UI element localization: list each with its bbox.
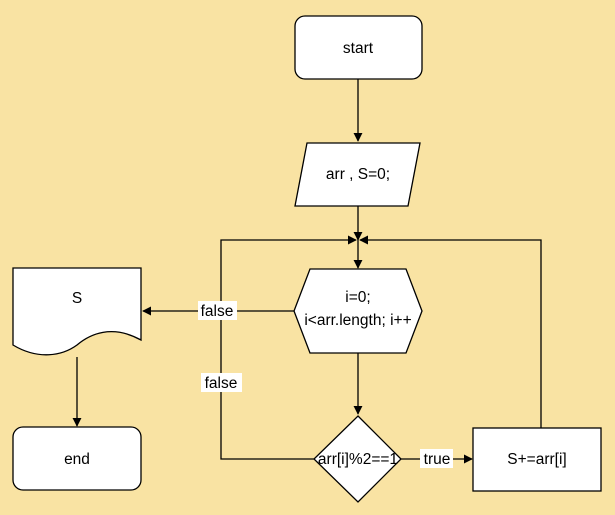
start-label: start bbox=[343, 40, 374, 57]
process-node: S+=arr[i] bbox=[472, 427, 602, 492]
condition-false-label: false bbox=[205, 375, 238, 392]
output-label: S bbox=[72, 290, 82, 307]
edge-condition-false-back bbox=[220, 235, 357, 460]
connectors bbox=[72, 79, 542, 464]
start-node: start bbox=[294, 15, 423, 80]
condition-label: arr[i]%2==1 bbox=[318, 451, 398, 468]
input-label: arr , S=0; bbox=[326, 166, 390, 183]
loop-node: i=0; i<arr.length; i++ bbox=[293, 268, 423, 354]
process-label: S+=arr[i] bbox=[507, 451, 566, 468]
input-node: arr , S=0; bbox=[294, 142, 421, 207]
edge-process-back bbox=[359, 235, 542, 428]
output-node: S bbox=[12, 267, 142, 356]
edge-label-condition-true: true bbox=[420, 449, 453, 468]
condition-node bbox=[313, 415, 402, 503]
end-node: end bbox=[12, 426, 142, 491]
edge-label-loop-false: false bbox=[198, 301, 237, 320]
loop-label-line1: i=0; bbox=[345, 289, 370, 306]
condition-true-label: true bbox=[424, 451, 451, 468]
loop-label-line2: i<arr.length; i++ bbox=[304, 312, 411, 329]
loop-false-label: false bbox=[201, 303, 234, 320]
end-label: end bbox=[64, 451, 90, 468]
edge-label-condition-false: false bbox=[201, 373, 242, 392]
